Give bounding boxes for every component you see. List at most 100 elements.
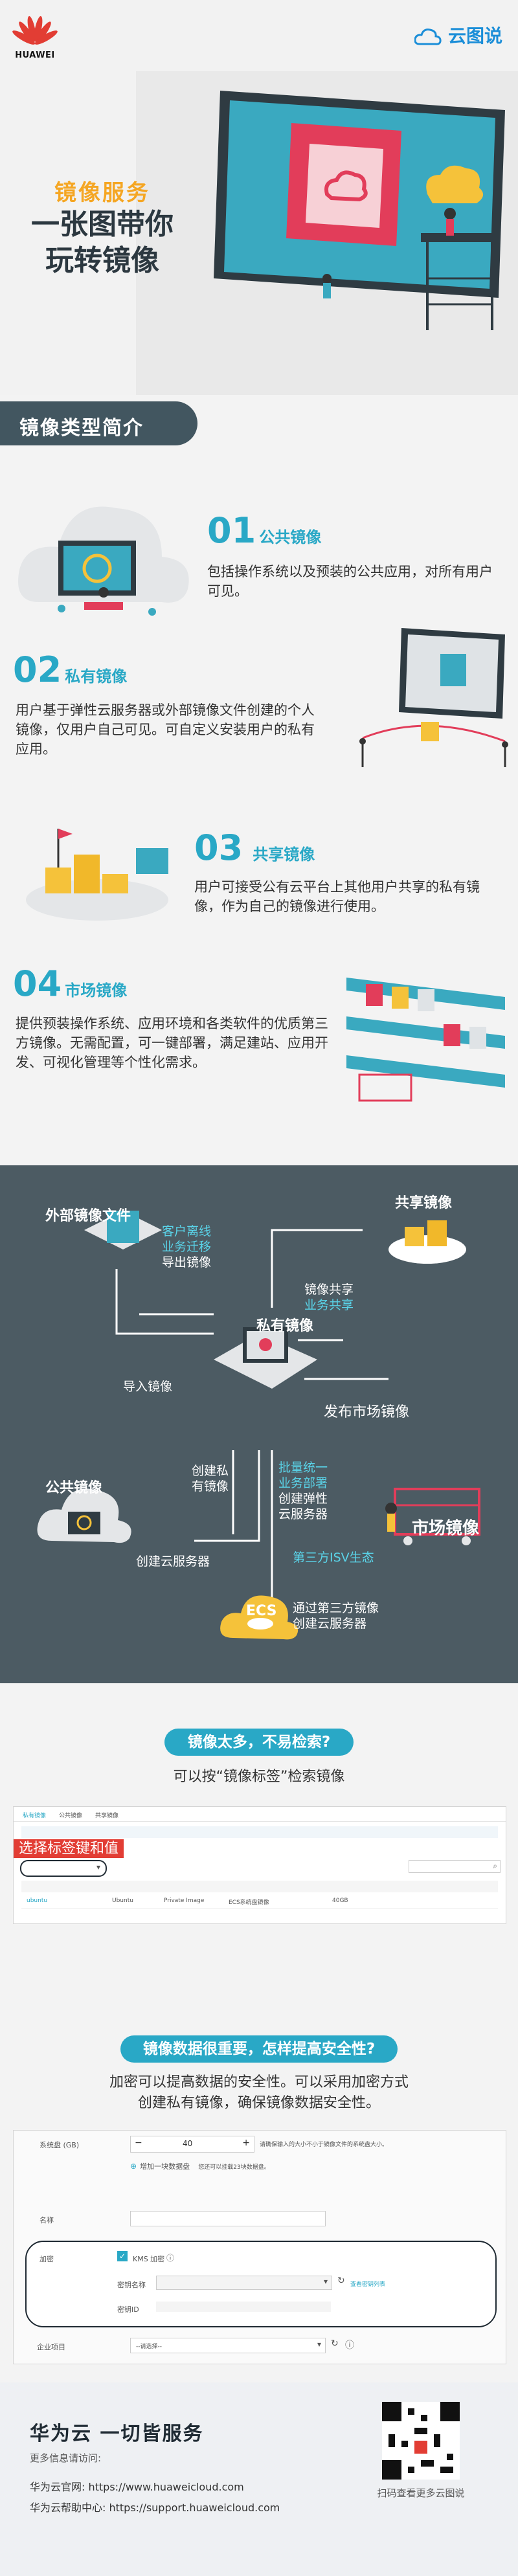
tab-public[interactable]: 公共镜像 — [59, 1813, 83, 1819]
hero-title-line3: 玩转镜像 — [45, 244, 159, 277]
create-private-line2: 有镜像 — [192, 1479, 229, 1494]
monitor-illustration — [214, 91, 505, 330]
hero: HUAWEI 云图说 镜像服务 — [0, 0, 518, 395]
isv-create-line1: 通过第三方镜像 — [293, 1601, 379, 1615]
refresh-icon[interactable]: ↻ — [331, 2338, 339, 2349]
item-02-number: 02 — [13, 649, 62, 690]
security-sub-2: 创建私有镜像，确保镜像数据安全性。 — [137, 2095, 380, 2111]
enterprise-select-value: --请选择-- — [136, 2344, 162, 2350]
kms-checkbox[interactable]: ✓ — [117, 2251, 128, 2261]
name-label: 名称 — [39, 2216, 54, 2224]
item-03-desc: 用户可接受公有云平台上其他用户共享的私有镜像，作为自己的镜像进行使用。 — [194, 879, 480, 914]
create-ecs-b-label: 创建云服务器 — [136, 1554, 210, 1569]
tag-label: 选择标签键和值 — [14, 1839, 124, 1858]
add-disk-label[interactable]: 增加一块数据盘 — [140, 2162, 190, 2171]
key-name-select[interactable]: ▾ — [156, 2276, 332, 2290]
diagram-shared: 共享镜像 — [395, 1195, 453, 1211]
item-02: 02 私有镜像 — [13, 651, 127, 689]
key-id-label: 密钥ID — [117, 2305, 139, 2314]
search-input[interactable]: ⌕ — [409, 1860, 501, 1873]
footer-site-link[interactable]: 华为云官网: https://www.huaweicloud.com — [30, 2481, 244, 2493]
private-image-illustration — [359, 628, 508, 767]
item-02-desc: 用户基于弹性云服务器或外部镜像文件创建的个人镜像，仅用户自己可见。可自定义安装用… — [16, 702, 315, 757]
import-label: 导入镜像 — [123, 1380, 173, 1394]
enterprise-select[interactable]: --请选择-- ▾ — [130, 2338, 326, 2353]
minus-icon[interactable]: − — [135, 2138, 142, 2148]
row-type: Private Image — [164, 1898, 205, 1904]
cloud-icon — [414, 28, 442, 45]
disk-stepper[interactable]: − 40 + — [130, 2136, 254, 2153]
tab-private[interactable]: 私有镜像 — [23, 1813, 47, 1819]
private-image-icon — [214, 1327, 317, 1389]
section-heading-text: 镜像类型简介 — [19, 417, 144, 440]
add-icon: ⊕ — [130, 2162, 137, 2171]
item-04-title: 市场镜像 — [65, 981, 128, 1000]
share-line1: 镜像共享 — [304, 1282, 354, 1297]
key-list-link[interactable]: 查看密钥列表 — [350, 2281, 386, 2288]
chevron-down-icon: ▾ — [96, 1863, 100, 1872]
encrypt-label: 加密 — [39, 2255, 54, 2263]
row-kind: ECS系统盘镜像 — [229, 1899, 269, 1906]
console-tabs: 私有镜像 公共镜像 共享镜像 — [14, 1807, 506, 1822]
migrate-line3: 导出镜像 — [162, 1255, 212, 1270]
name-input[interactable] — [130, 2211, 326, 2226]
hero-title: 镜像服务 一张图带你 玩转镜像 — [18, 175, 186, 279]
migrate-labels: 客户离线 业务迁移 导出镜像 — [162, 1224, 211, 1270]
key-id-value — [156, 2302, 331, 2312]
item-04-desc: 提供预装操作系统、应用环境和各类软件的优质第三方镜像。无需配置，可一键部署，满足… — [16, 1016, 328, 1070]
plus-icon[interactable]: + — [242, 2138, 250, 2148]
public-cloud-icon — [37, 1488, 131, 1543]
public-image-illustration — [18, 506, 189, 616]
row-size: 40GB — [332, 1898, 348, 1904]
footer: 华为云 一切皆服务 更多信息请访问: 华为云官网: https://www.hu… — [0, 2382, 518, 2576]
help-icon[interactable]: ⓘ — [345, 2340, 354, 2351]
item-04: 04 市场镜像 — [13, 965, 127, 1003]
enterprise-label: 企业项目 — [37, 2343, 65, 2351]
workflow-diagram: 外部镜像文件 共享镜像 私有镜像 公共镜像 市场镜像 ECS 客户离线 业务迁移… — [0, 1165, 518, 1683]
item-03-number: 03 — [194, 827, 243, 868]
shared-image-illustration — [26, 829, 168, 921]
tab-shared[interactable]: 共享镜像 — [95, 1813, 119, 1819]
batch-line2: 业务部署 — [278, 1476, 328, 1490]
migrate-line1: 客户离线 — [162, 1224, 212, 1238]
batch-labels: 批量统一 业务部署 创建弹性 云服务器 — [278, 1460, 328, 1522]
refresh-icon[interactable]: ↻ — [337, 2276, 345, 2286]
search-pill: 镜像太多，不易检索? — [164, 1729, 354, 1756]
disk-hint: 请确保输入的大小不小于镜像文件的系统盘大小。 — [260, 2142, 388, 2148]
workflow-arrows — [37, 1211, 480, 1640]
create-ecs-a-line2: 云服务器 — [278, 1507, 328, 1521]
item-02-title: 私有镜像 — [65, 667, 128, 686]
qr-code — [382, 2402, 460, 2480]
disk-label: 系统盘 (GB) — [39, 2141, 80, 2149]
share-line2: 业务共享 — [304, 1298, 354, 1312]
batch-line1: 批量统一 — [278, 1461, 328, 1475]
external-file-icon — [84, 1211, 162, 1249]
table-row[interactable]: ubuntu Ubuntu Private Image ECS系统盘镜像 40G… — [21, 1895, 498, 1909]
shared-coins-icon — [388, 1220, 466, 1264]
brand-text: HUAWEI — [15, 50, 55, 60]
help-icon[interactable]: ⓘ — [166, 2254, 175, 2263]
item-01-desc: 包括操作系统以及预装的公共应用，对所有用户可见。 — [207, 564, 493, 599]
isv-label: 第三方ISV生态 — [293, 1551, 374, 1565]
item-03: 03 共享镜像 — [194, 829, 315, 868]
add-disk-hint: 您还可以挂载23块数据盘。 — [198, 2164, 270, 2171]
table-header — [21, 1881, 498, 1892]
create-private-line1: 创建私 — [192, 1464, 229, 1478]
tag-filter-input[interactable]: ▾ — [20, 1860, 107, 1877]
disk-value: 40 — [183, 2139, 193, 2148]
footer-slogan: 华为云 一切皆服务 — [30, 2423, 204, 2445]
chevron-down-icon: ▾ — [323, 2277, 328, 2286]
create-private-labels: 创建私 有镜像 — [192, 1463, 229, 1494]
publish-label: 发布市场镜像 — [324, 1404, 410, 1420]
isv-create-labels: 通过第三方镜像 创建云服务器 — [293, 1600, 379, 1631]
row-name[interactable]: ubuntu — [27, 1898, 48, 1904]
item-01: 01 公共镜像 — [207, 511, 321, 550]
add-disk-row[interactable]: ⊕ 增加一块数据盘 您还可以挂载23块数据盘。 — [130, 2159, 270, 2171]
footer-support-link[interactable]: 华为云帮助中心: https://support.huaweicloud.com — [30, 2502, 280, 2514]
encrypt-form: 系统盘 (GB) − 40 + 请确保输入的大小不小于镜像文件的系统盘大小。 ⊕… — [13, 2130, 506, 2364]
chevron-down-icon: ▾ — [317, 2340, 321, 2349]
series-logo: 云图说 — [414, 22, 502, 48]
item-03-title: 共享镜像 — [253, 846, 315, 864]
security-sub-1: 加密可以提高数据的安全性。可以采用加密方式 — [109, 2074, 409, 2090]
